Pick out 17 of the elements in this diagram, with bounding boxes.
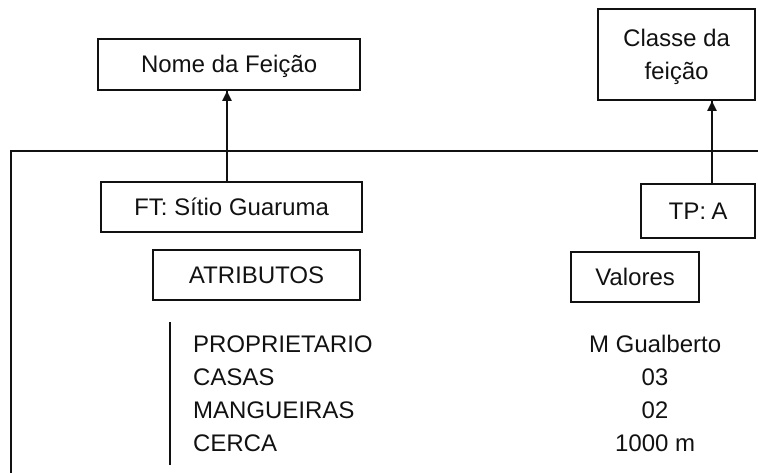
arrow [707, 101, 717, 183]
name-box: Nome da Feição [97, 38, 361, 91]
attribute-value: 02 [642, 397, 668, 425]
type-box: TP: A [640, 183, 756, 239]
feature-box: FT: Sítio Guaruma [100, 181, 363, 233]
attribute-name: CERCA [193, 430, 278, 458]
header-box: ATRIBUTOS [152, 249, 361, 301]
attribute-name: PROPRIETARIO [193, 331, 373, 359]
header-box: Valores [570, 251, 700, 303]
attribute-name: MANGUEIRAS [193, 397, 354, 425]
class-box: Classe da feição [597, 8, 756, 101]
attribute-name: CASAS [193, 364, 274, 392]
attribute-value: 03 [642, 364, 668, 392]
attribute-value: M Gualberto [589, 331, 722, 359]
arrow [222, 91, 232, 181]
feature-frame [10, 150, 758, 473]
attribute-value: 1000 m [615, 430, 696, 458]
